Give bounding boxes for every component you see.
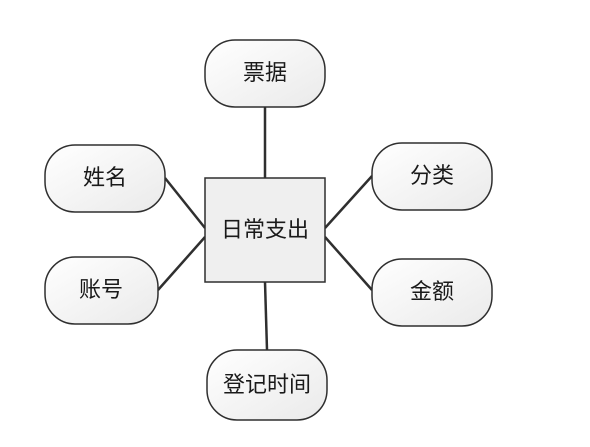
connector-fenlei [324, 175, 373, 229]
attribute-xingming: 姓名 [44, 144, 166, 213]
connector-lines [157, 107, 373, 351]
attribute-fenlei-label: 分类 [410, 164, 454, 189]
attribute-piaoju-label: 票据 [243, 61, 287, 86]
connector-jine [324, 236, 373, 291]
entity-richangzhichu: 日常支出 [204, 177, 326, 283]
attribute-jine-label: 金额 [410, 280, 454, 305]
attribute-fenlei: 分类 [371, 142, 493, 211]
attribute-zhanghao-label: 账号 [79, 278, 123, 303]
connector-zhanghao [157, 236, 206, 291]
connector-dengjishijian [263, 281, 269, 351]
attribute-xingming-label: 姓名 [83, 166, 127, 191]
attribute-piaoju: 票据 [204, 39, 326, 108]
attribute-jine: 金额 [371, 258, 493, 327]
attribute-dengjishijian: 登记时间 [206, 349, 328, 421]
connector-xingming [164, 177, 206, 229]
attribute-dengjishijian-label: 登记时间 [223, 373, 311, 398]
attribute-zhanghao: 账号 [44, 256, 159, 325]
entity-label: 日常支出 [221, 218, 309, 243]
